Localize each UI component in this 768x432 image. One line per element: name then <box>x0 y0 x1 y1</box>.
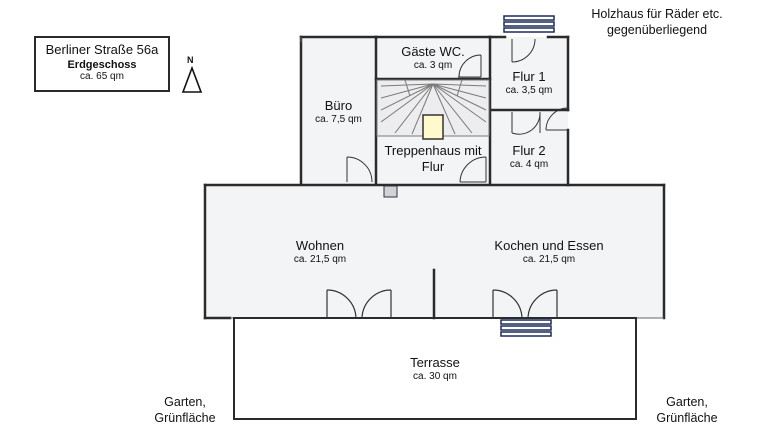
terrace-steps <box>500 319 552 337</box>
walls <box>203 35 666 320</box>
bike-house-line1: Holzhaus für Räder etc. <box>591 7 723 21</box>
flur1-area: ca. 3,5 qm <box>505 85 553 97</box>
garden-right: Garten, Grünfläche <box>642 394 732 427</box>
room-label-flur2: Flur 2 ca. 4 qm <box>490 143 568 172</box>
terrasse-name: Terrasse <box>410 355 460 370</box>
north-arrow-icon <box>181 65 203 93</box>
buero-area: ca. 7,5 qm <box>315 114 362 126</box>
stair-landing <box>422 114 444 140</box>
flur2-name: Flur 2 <box>512 143 546 158</box>
wohnen-name: Wohnen <box>295 238 345 253</box>
gaeste-wc-name: Gäste WC. <box>401 44 465 59</box>
flur1-floor <box>490 37 568 110</box>
kochen-area: ca. 21,5 qm <box>522 254 576 266</box>
garden-right-line2: Grünfläche <box>656 411 718 426</box>
gaeste-wc-area: ca. 3 qm <box>413 60 453 72</box>
garden-left-line2: Grünfläche <box>154 411 216 426</box>
chimney <box>383 185 398 198</box>
terrasse-outline <box>233 317 637 420</box>
bike-house-note: Holzhaus für Räder etc. gegenüberliegend <box>572 6 742 39</box>
room-fills <box>205 37 664 318</box>
terrace-doors <box>326 289 558 319</box>
room-label-flur1: Flur 1 ca. 3,5 qm <box>490 69 568 98</box>
header-box: Berliner Straße 56a Erdgeschoss ca. 65 q… <box>34 36 170 92</box>
kochen-floor <box>434 185 664 318</box>
header-floor: Erdgeschoss <box>67 59 137 71</box>
wohnen-floor <box>205 185 434 318</box>
flur1-name: Flur 1 <box>512 69 546 84</box>
wohnen-area: ca. 21,5 qm <box>293 254 347 266</box>
entrance-steps <box>503 15 555 33</box>
north-arrow: N <box>180 55 204 95</box>
terrasse-area: ca. 30 qm <box>413 371 457 383</box>
garden-left-line1: Garten, <box>164 395 206 409</box>
header-address: Berliner Straße 56a <box>45 42 159 57</box>
flur2-floor <box>490 110 568 185</box>
garden-left: Garten, Grünfläche <box>140 394 230 427</box>
room-label-gaeste-wc: Gäste WC. ca. 3 qm <box>376 44 490 73</box>
room-label-kochen: Kochen und Essen ca. 21,5 qm <box>474 238 624 267</box>
kochen-name: Kochen und Essen <box>494 238 604 253</box>
gaeste-wc-floor <box>376 37 490 79</box>
buero-name: Büro <box>324 98 353 113</box>
header-area: ca. 65 qm <box>80 71 124 82</box>
room-label-buero: Büro ca. 7,5 qm <box>301 98 376 127</box>
doors <box>346 38 569 183</box>
flur2-area: ca. 4 qm <box>509 159 549 171</box>
buero-floor <box>301 37 376 184</box>
room-label-treppenhaus: Treppenhaus mit Flur <box>376 143 490 176</box>
room-label-wohnen: Wohnen ca. 21,5 qm <box>250 238 390 267</box>
treppenhaus-line2: Flur <box>421 159 445 175</box>
treppenhaus-line1: Treppenhaus mit <box>384 143 482 158</box>
room-label-terrasse: Terrasse ca. 30 qm <box>365 355 505 384</box>
garden-right-line1: Garten, <box>666 395 708 409</box>
north-label: N <box>187 55 194 65</box>
bike-house-line2: gegenüberliegend <box>606 23 708 38</box>
